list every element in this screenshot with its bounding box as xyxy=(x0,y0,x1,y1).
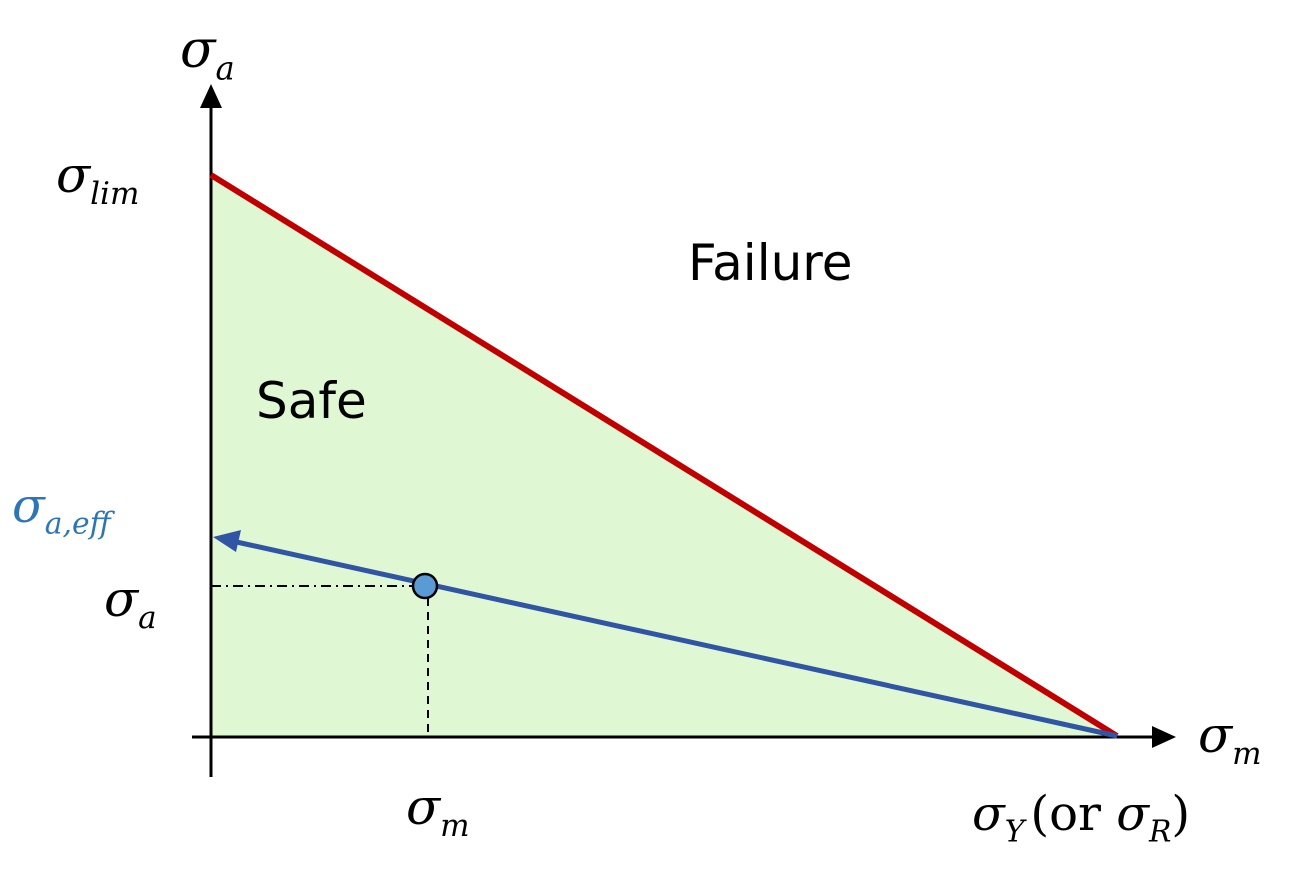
sigma-m-symbol: σ xyxy=(406,778,441,836)
y-axis-arrowhead xyxy=(200,84,222,108)
sigma-a-subscript: a xyxy=(138,599,157,636)
x-axis-subscript: m xyxy=(1232,735,1262,772)
sigma-m-subscript: m xyxy=(440,807,470,844)
sigma-m-label: σm xyxy=(406,782,470,842)
sigma-y-subscript: Y xyxy=(1004,814,1025,850)
sigma-a-eff-subscript: a,eff xyxy=(44,506,111,542)
load-line xyxy=(231,538,1118,739)
load-line-arrowhead xyxy=(213,530,241,552)
sigma-r-symbol: σ xyxy=(1116,786,1149,842)
safe-region-label: Safe xyxy=(256,372,367,430)
or-close-text: ) xyxy=(1171,786,1191,842)
sigma-a-symbol: σ xyxy=(104,570,139,628)
y-axis-title: σa xyxy=(180,24,235,84)
y-axis-subscript: a xyxy=(215,49,235,88)
sigma-lim-subscript: lim xyxy=(90,175,140,212)
failure-region-label: Failure xyxy=(688,234,853,292)
sigma-lim-label: σlim xyxy=(56,150,139,210)
x-axis-symbol: σ xyxy=(1198,706,1233,764)
sigma-y-symbol: σ xyxy=(972,786,1005,842)
failure-line xyxy=(209,172,1119,739)
sigma-a-eff-symbol: σ xyxy=(12,478,45,534)
sigma-r-subscript: R xyxy=(1149,814,1172,850)
sigma-yield-label: σY(or σR) xyxy=(972,790,1190,847)
x-axis-arrowhead xyxy=(1152,726,1176,748)
operating-point xyxy=(411,572,439,600)
x-axis-title: σm xyxy=(1198,710,1262,770)
y-axis-symbol: σ xyxy=(180,20,216,80)
or-open-text: (or xyxy=(1030,786,1117,842)
sigma-a-eff-label: σa,eff xyxy=(12,482,111,539)
sigma-lim-symbol: σ xyxy=(56,146,91,204)
sigma-a-label: σa xyxy=(104,574,157,634)
